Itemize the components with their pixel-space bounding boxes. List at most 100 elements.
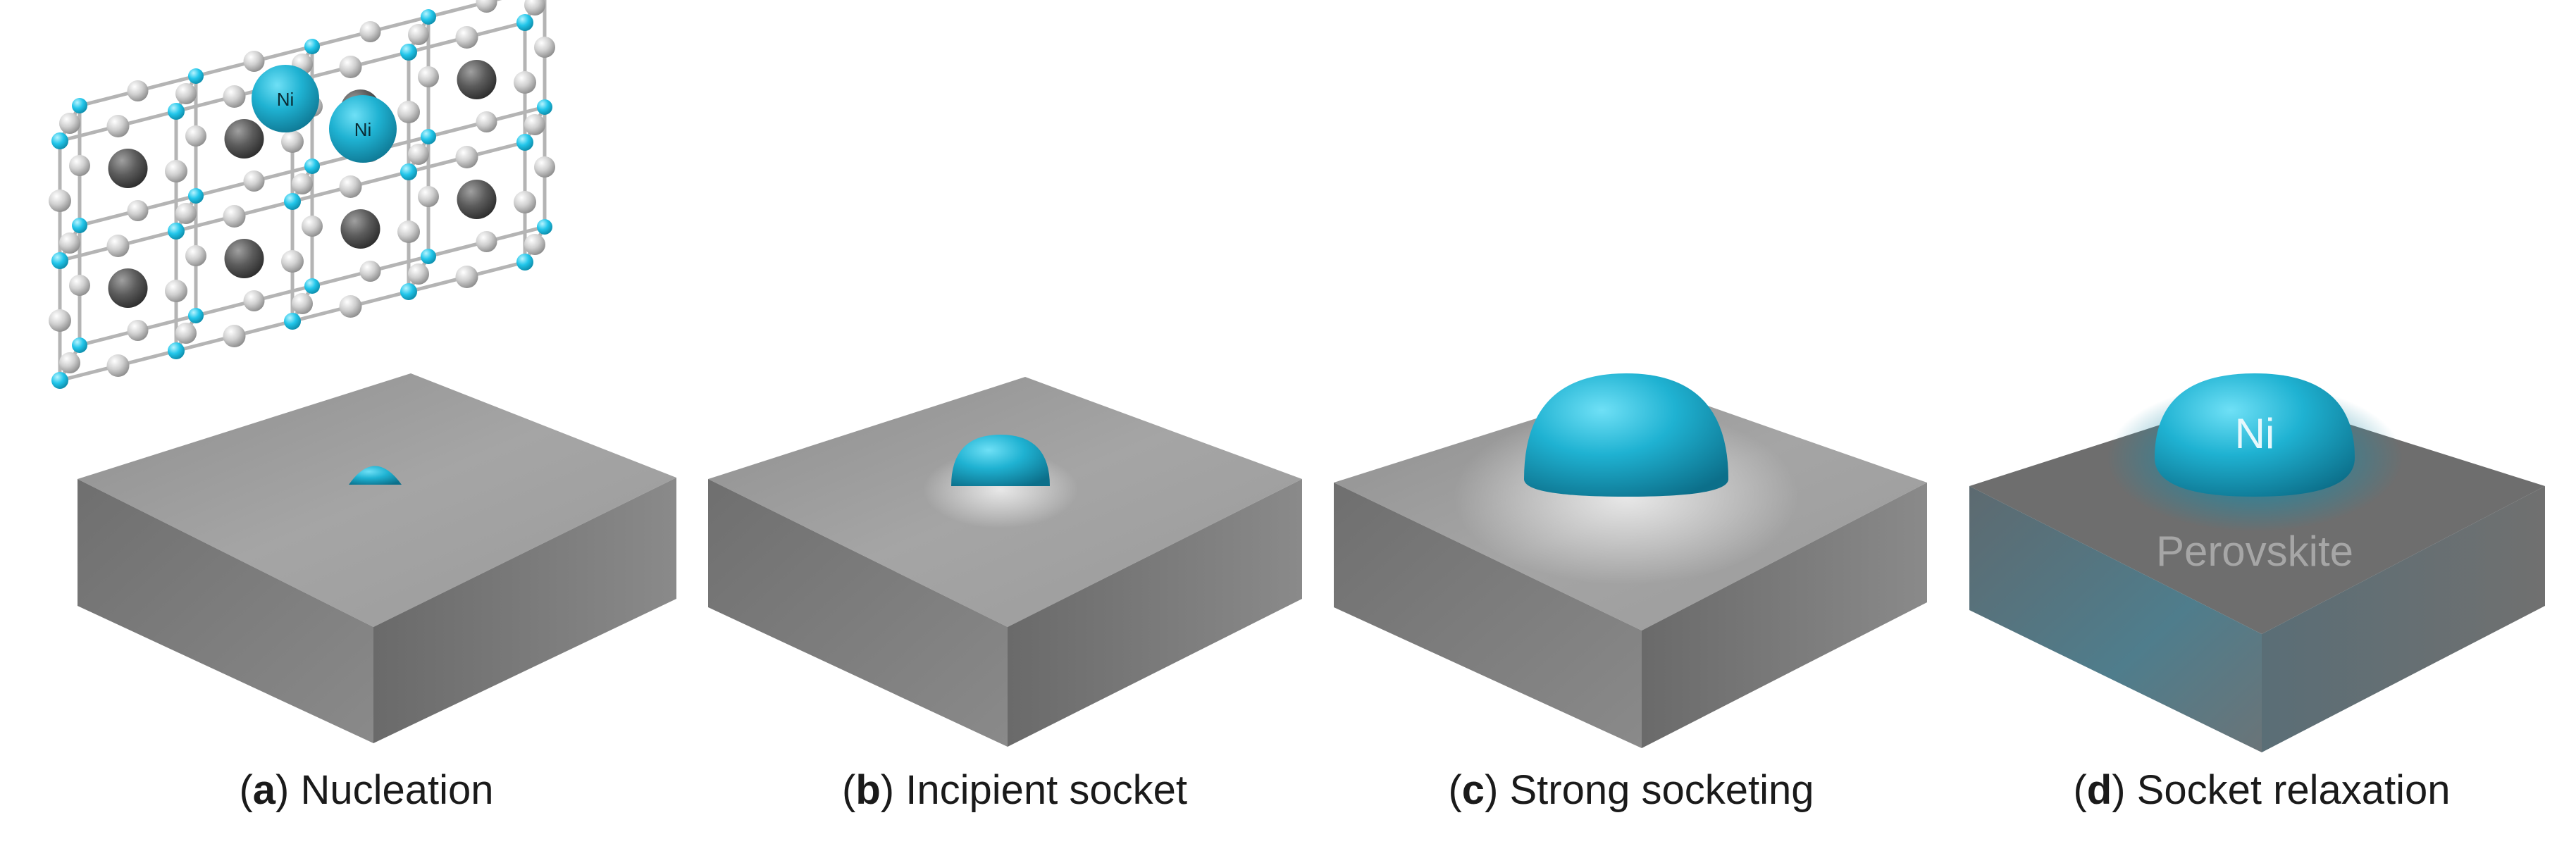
caption-a: (a) Nucleation: [239, 767, 494, 813]
oxygen-atom: [292, 173, 313, 194]
oxygen-atom: [302, 216, 323, 237]
oxygen-atom: [339, 295, 362, 318]
panel-d: Ni Perovskite: [1969, 373, 2545, 752]
oxygen-atom: [106, 235, 130, 257]
b-site-atom: [421, 9, 436, 25]
caption-c: (c) Strong socketing: [1448, 767, 1814, 813]
ni-particle-label: Ni: [2235, 410, 2275, 457]
oxygen-atom: [69, 275, 90, 296]
oxygen-atom: [514, 191, 536, 213]
substrate-right-d: [2262, 486, 2545, 752]
a-site-atom: [457, 60, 497, 99]
oxygen-atom: [223, 205, 246, 228]
oxygen-atom: [524, 0, 545, 15]
b-site-atom: [284, 313, 301, 330]
oxygen-atom: [49, 309, 71, 332]
perovskite-lattice: [49, 0, 555, 389]
b-site-atom: [51, 252, 68, 269]
oxygen-atom: [281, 250, 304, 273]
ni-atom-2: Ni: [329, 95, 397, 163]
b-site-atom: [188, 308, 204, 323]
oxygen-atom: [59, 352, 80, 373]
caption-c-letter: c: [1461, 767, 1485, 813]
caption-d-letter: d: [2086, 767, 2112, 813]
b-site-atom: [304, 39, 320, 54]
oxygen-atom: [185, 245, 206, 266]
caption-c-title: Strong socketing: [1509, 767, 1814, 813]
oxygen-atom: [418, 186, 439, 207]
b-site-atom: [400, 44, 417, 61]
ni-particle-c: [1524, 373, 1728, 497]
oxygen-atom: [243, 290, 265, 311]
substrate-left-b: [708, 479, 1008, 747]
oxygen-atom: [175, 323, 197, 344]
oxygen-atom: [106, 115, 130, 137]
oxygen-atom: [408, 24, 429, 45]
oxygen-atom: [59, 113, 80, 134]
b-site-atom: [304, 278, 320, 294]
b-site-atom: [421, 129, 436, 144]
b-site-atom: [168, 223, 185, 240]
oxygen-atom: [476, 111, 497, 132]
ni-atom-2-label: Ni: [354, 119, 372, 140]
b-site-atom: [516, 134, 533, 151]
lattice-atoms: [49, 0, 555, 389]
caption-a-letter: a: [252, 767, 276, 813]
oxygen-atom: [127, 200, 149, 221]
substrate-left-c: [1334, 483, 1642, 748]
b-site-atom: [284, 193, 301, 210]
oxygen-atom: [243, 51, 265, 72]
a-site-atom: [108, 268, 148, 308]
ni-atom-1-label: Ni: [277, 89, 295, 110]
panel-a: Ni Ni: [49, 0, 676, 743]
b-site-atom: [188, 68, 204, 84]
a-site-atom: [457, 180, 497, 219]
b-site-atom: [400, 163, 417, 180]
oxygen-atom: [243, 170, 265, 192]
substrate-right-a: [373, 478, 676, 743]
substrate-left-a: [78, 479, 373, 743]
oxygen-atom: [49, 190, 71, 212]
ni-atom-1: Ni: [252, 65, 319, 132]
b-site-atom: [188, 188, 204, 204]
a-site-atom: [224, 119, 264, 159]
oxygen-atom: [106, 354, 130, 377]
substrate-top-a: [78, 373, 676, 627]
oxygen-atom: [359, 261, 381, 282]
oxygen-atom: [59, 232, 80, 254]
panel-b: [708, 377, 1302, 747]
oxygen-atom: [455, 146, 478, 168]
oxygen-atom: [418, 66, 439, 87]
b-site-atom: [72, 218, 87, 233]
oxygen-atom: [476, 231, 497, 252]
b-site-atom: [51, 372, 68, 389]
oxygen-atom: [397, 101, 420, 123]
caption-b: (b) Incipient socket: [842, 767, 1187, 813]
b-site-atom: [421, 249, 436, 264]
oxygen-atom: [534, 156, 555, 178]
oxygen-atom: [281, 130, 304, 153]
substrate-right-b: [1008, 479, 1302, 747]
ni-particle-d: [2155, 373, 2355, 497]
substrate-right-c: [1642, 483, 1927, 748]
oxygen-atom: [175, 203, 197, 224]
a-site-atom: [108, 149, 148, 188]
oxygen-atom: [127, 80, 149, 101]
b-site-atom: [168, 103, 185, 120]
oxygen-atom: [223, 325, 246, 347]
ni-nucleus: [349, 466, 402, 485]
oxygen-atom: [339, 175, 362, 198]
oxygen-atom: [165, 160, 187, 182]
b-site-atom: [72, 337, 87, 353]
oxygen-atom: [223, 85, 246, 108]
b-site-atom: [516, 254, 533, 271]
oxygen-atom: [175, 83, 197, 104]
b-site-atom: [51, 132, 68, 149]
a-site-atom: [224, 239, 264, 278]
b-site-atom: [537, 219, 552, 235]
oxygen-atom: [455, 26, 478, 49]
oxygen-atom: [476, 0, 497, 13]
b-site-atom: [400, 283, 417, 300]
oxygen-atom: [408, 263, 429, 285]
